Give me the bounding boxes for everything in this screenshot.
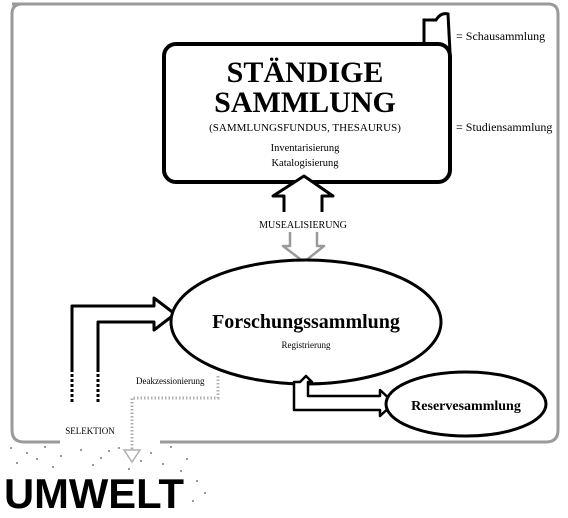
musealisierung-up-arrow	[271, 174, 335, 212]
musealisierung-down-arrow	[281, 232, 326, 264]
environment-dots	[10, 446, 206, 502]
deakzessionierung-label: Deakzessionierung	[136, 376, 205, 386]
main-step-katalogisierung: Katalogisierung	[271, 158, 339, 169]
reservesammlung-ellipse	[384, 370, 548, 438]
main-title-line1: STÄNDIGE	[227, 56, 384, 89]
forschungssammlung-title: Forschungssammlung	[212, 311, 400, 333]
umwelt-label: UMWELT	[4, 470, 184, 513]
studiensammlung-label: = Studiensammlung	[456, 120, 552, 134]
reserve-arrow	[292, 374, 396, 418]
schausammlung-label: = Schausammlung	[456, 29, 545, 43]
musealisierung-label: MUSEALISIERUNG	[259, 220, 347, 231]
frame-gap	[60, 436, 160, 446]
selektion-label: SELEKTION	[65, 426, 115, 436]
selektion-intake-arrow	[70, 296, 177, 404]
main-title-line2: SAMMLUNG	[214, 86, 396, 119]
forschungssammlung-sub: Registrierung	[282, 340, 331, 350]
main-subtitle: (SAMMLUNGSFUNDUS, THESAURUS)	[209, 122, 401, 134]
deakzessionierung-arrow	[122, 376, 220, 464]
reservesammlung-label: Reservesammlung	[411, 399, 521, 414]
main-step-inventarisierung: Inventarisierung	[271, 143, 341, 154]
outer-frame	[10, 2, 560, 444]
